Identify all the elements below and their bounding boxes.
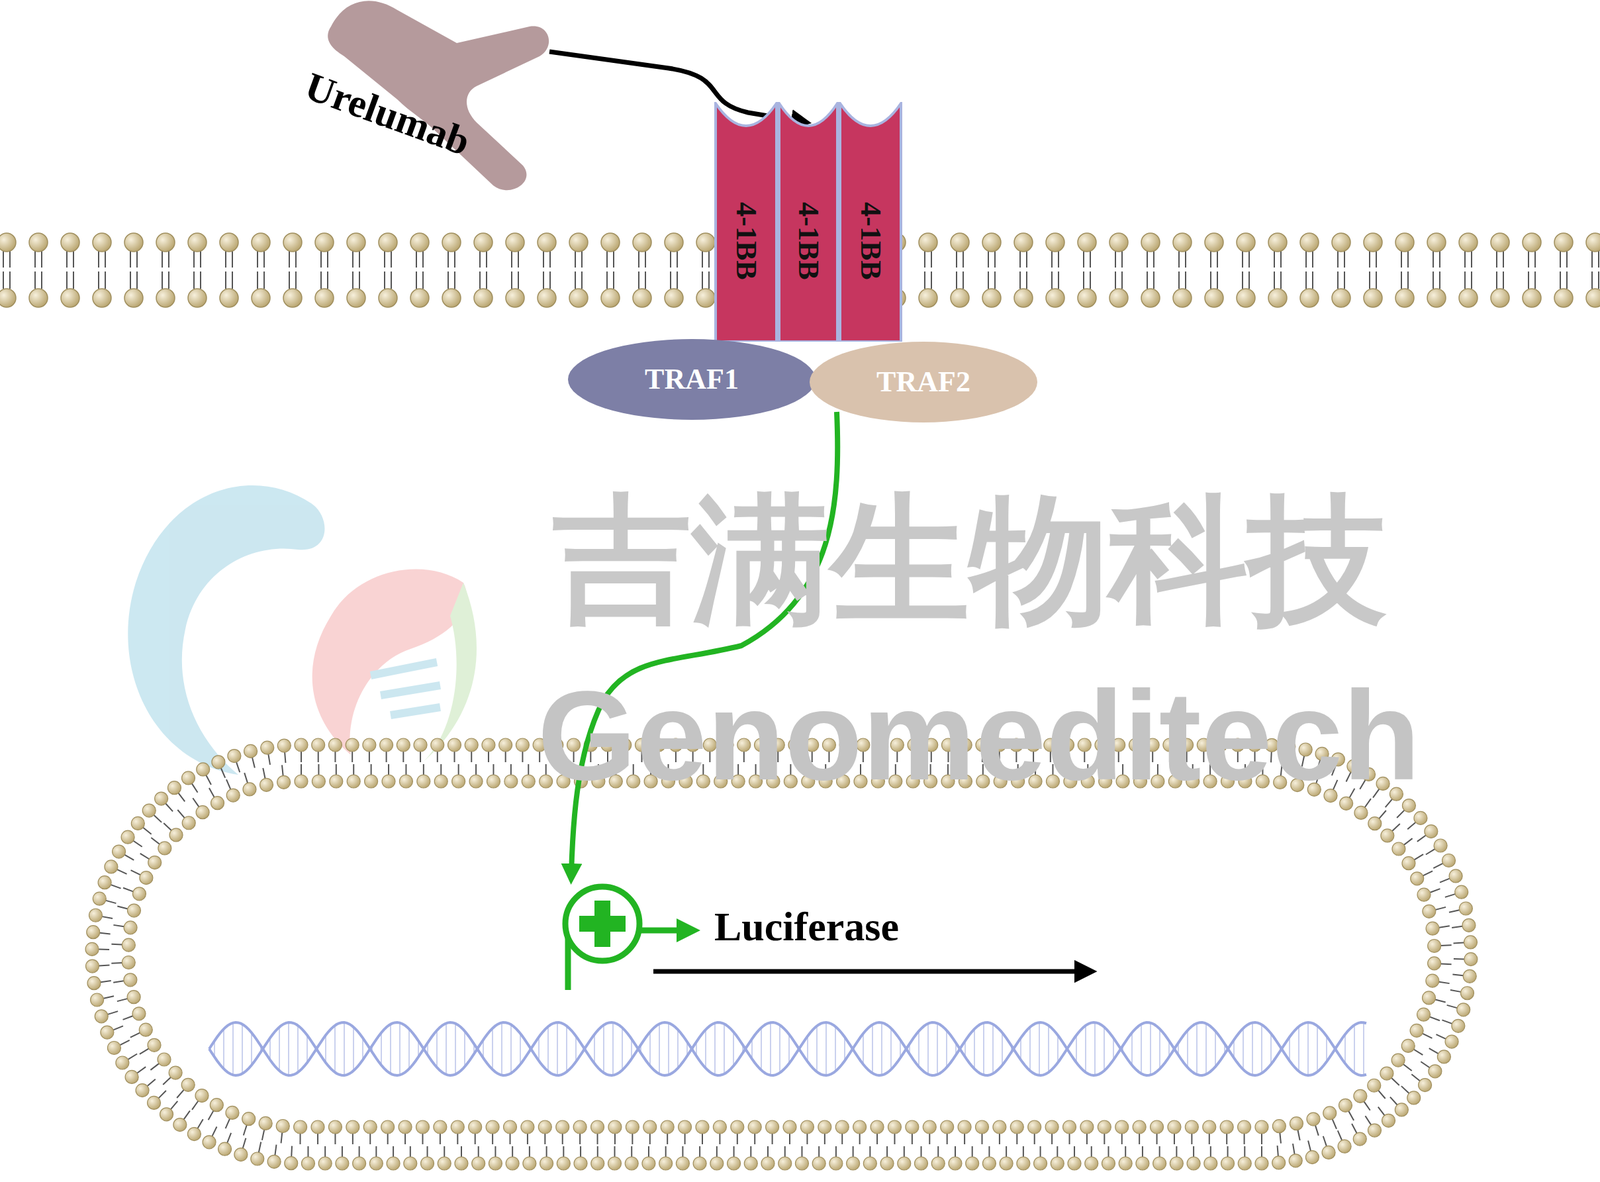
promoter-symbol <box>565 886 689 990</box>
node-label: Urelumab <box>299 66 475 163</box>
transcription-arrow <box>653 969 1086 974</box>
logo-watermark <box>127 485 477 775</box>
node-label: 4-1BB <box>731 201 761 280</box>
dna-helix <box>209 1022 1367 1076</box>
receptor-bar: 4-1BB <box>777 101 839 342</box>
watermark: 吉满生物科技 <box>552 483 1387 637</box>
node-label: 4-1BB <box>793 201 823 280</box>
binding-arrow <box>549 51 804 122</box>
adaptor-ellipse: TRAF2 <box>808 340 1038 424</box>
antibody-label: Urelumab <box>264 0 550 176</box>
adaptor-ellipse: TRAF1 <box>567 338 817 421</box>
receptor-bar: 4-1BB <box>714 101 778 342</box>
node-label: TRAF2 <box>876 367 971 397</box>
watermark: Genomeditech <box>537 665 1421 805</box>
node-label: TRAF1 <box>644 364 739 394</box>
receptor-bar: 4-1BB <box>838 101 903 342</box>
gene-label: Luciferase <box>714 903 899 949</box>
node-label: 4-1BB <box>855 201 886 280</box>
